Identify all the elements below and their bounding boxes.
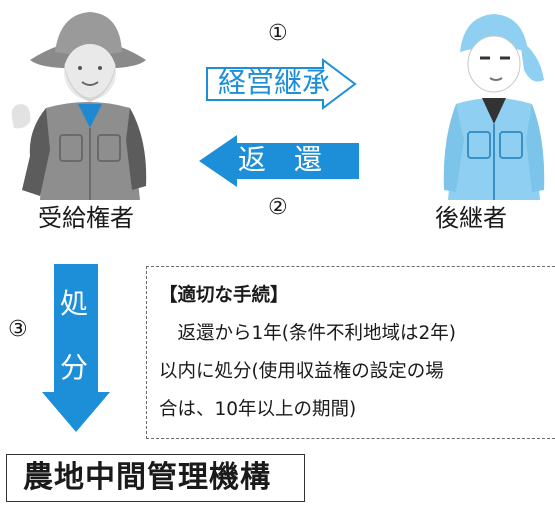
elderly-farmer-illustration xyxy=(11,12,147,200)
step3-label-top: 処 xyxy=(60,287,89,320)
disposal-arrow xyxy=(42,264,110,432)
left-person-label: 受給権者 xyxy=(38,204,134,232)
step2-label: 返 還 xyxy=(238,143,323,176)
succession-arrow xyxy=(206,58,357,110)
note-line-3: 合は、10年以上の期間) xyxy=(159,399,357,420)
step2-number: ② xyxy=(268,195,288,220)
step1-number: ① xyxy=(268,21,288,46)
step3-label-bottom: 分 xyxy=(60,351,89,384)
note-title: 【適切な手続】 xyxy=(159,285,289,306)
organization-box: 農地中間管理機構 xyxy=(6,454,305,502)
note-line-2: 以内に処分(使用収益権の設定の場 xyxy=(159,361,444,382)
procedure-note: 【適切な手続】 返還から1年(条件不利地域は2年) 以内に処分(使用収益権の設定… xyxy=(146,266,555,439)
step1-label: 経営継承 xyxy=(218,66,331,99)
step3-number: ③ xyxy=(8,317,28,342)
return-arrow xyxy=(199,135,359,187)
note-line-1: 返還から1年(条件不利地域は2年) xyxy=(159,323,456,344)
organization-label: 農地中間管理機構 xyxy=(23,460,271,495)
young-farmer-illustration xyxy=(443,14,545,200)
right-person-label: 後継者 xyxy=(435,204,507,232)
